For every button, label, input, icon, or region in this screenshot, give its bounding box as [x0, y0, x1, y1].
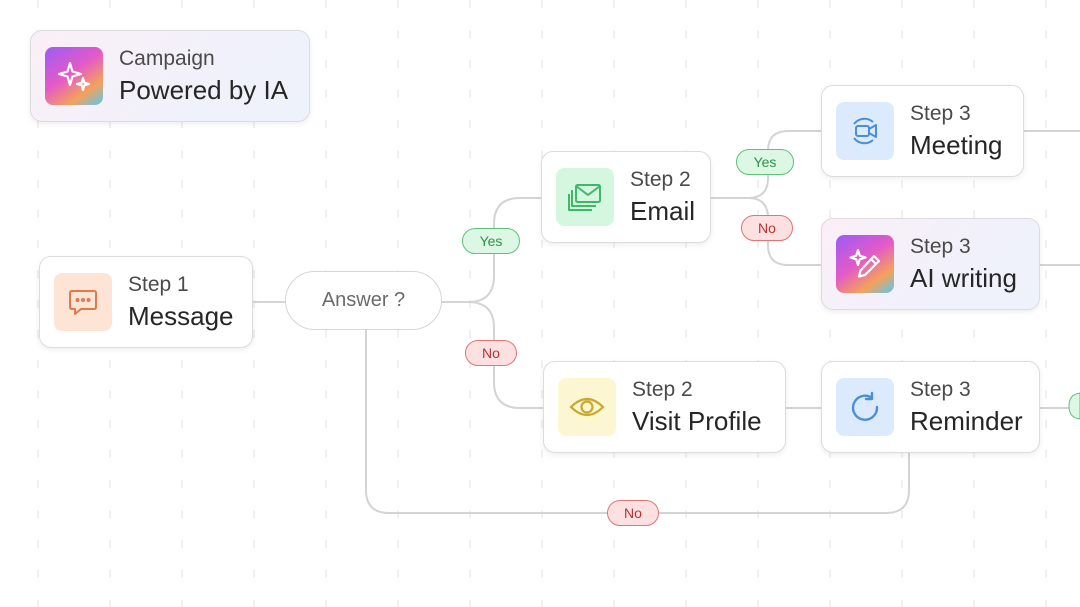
meeting-step-label: Step 3: [910, 102, 971, 125]
email-title: Email: [630, 196, 696, 226]
video-icon: [836, 102, 894, 160]
branch-tag-no-loop: No: [607, 500, 659, 526]
email-step-label: Step 2: [630, 168, 691, 191]
campaign-title: Powered by IA: [119, 75, 289, 105]
meeting-title: Meeting: [910, 130, 1003, 160]
reminder-step-label: Step 3: [910, 378, 971, 401]
pen-sparkle-icon: [836, 235, 894, 293]
branch-tag-no-visit: No: [465, 340, 517, 366]
answer-decision-node[interactable]: Answer ?: [285, 271, 442, 330]
step1-step-label: Step 1: [128, 273, 189, 296]
ai-title: AI writing: [910, 263, 1017, 293]
refresh-icon: [836, 378, 894, 436]
step3-reminder-card[interactable]: Step 3 Reminder: [821, 361, 1040, 453]
branch-tag-yes-meeting: Yes: [736, 149, 794, 175]
visit-title: Visit Profile: [632, 406, 762, 436]
step2-visit-profile-card[interactable]: Step 2 Visit Profile: [543, 361, 786, 453]
visit-step-label: Step 2: [632, 378, 693, 401]
eye-icon: [558, 378, 616, 436]
branch-tag-no-ai: No: [741, 215, 793, 241]
campaign-card[interactable]: Campaign Powered by IA: [30, 30, 310, 122]
step1-title: Message: [128, 301, 234, 331]
step3-ai-writing-card[interactable]: Step 3 AI writing: [821, 218, 1040, 310]
ai-step-label: Step 3: [910, 235, 971, 258]
step1-message-card[interactable]: Step 1 Message: [39, 256, 253, 348]
branch-tag-yes-email: Yes: [462, 228, 520, 254]
sparkle-icon: [45, 47, 103, 105]
step2-email-card[interactable]: Step 2 Email: [541, 151, 711, 243]
step3-meeting-card[interactable]: Step 3 Meeting: [821, 85, 1024, 177]
reminder-title: Reminder: [910, 406, 1023, 436]
chat-icon: [54, 273, 112, 331]
mail-icon: [556, 168, 614, 226]
campaign-label: Campaign: [119, 47, 215, 70]
